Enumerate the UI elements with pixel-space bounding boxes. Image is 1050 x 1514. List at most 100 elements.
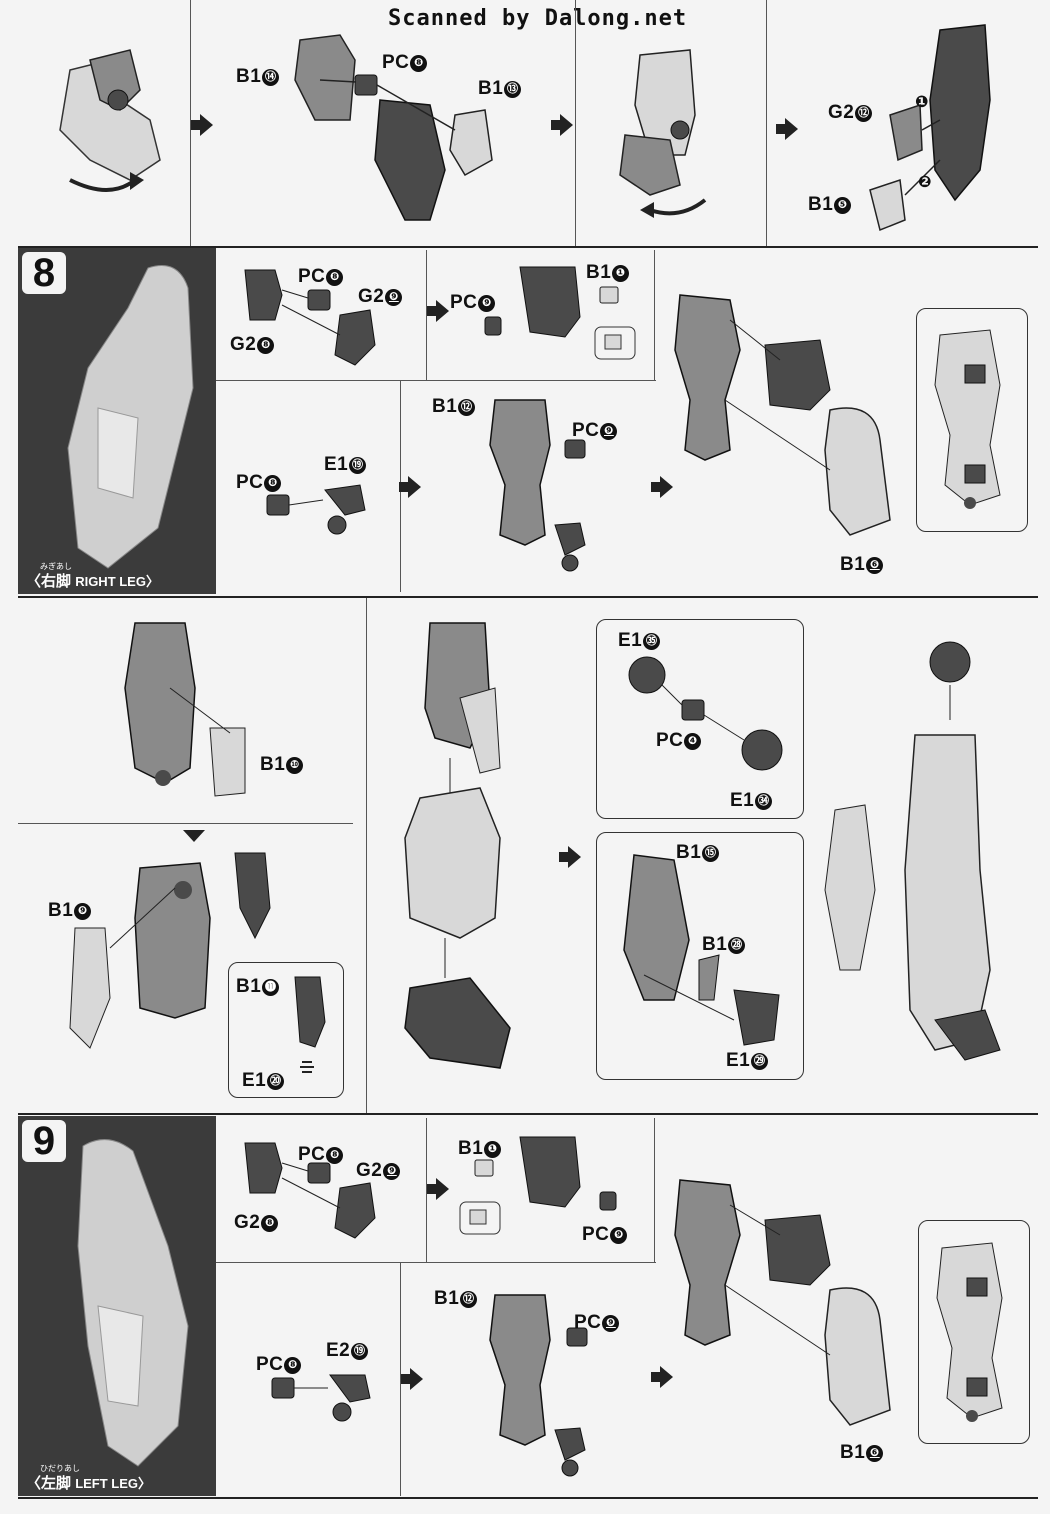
middle-bottom-border: [18, 1113, 1038, 1115]
step-arrow: [651, 476, 673, 498]
shin-assembly-illustration: [674, 1179, 891, 1426]
step9-sub-divider: [426, 1118, 427, 1262]
step8-caption: みぎあし 〈右脚 RIGHT LEG〉: [26, 562, 159, 590]
step8-sub-divider: [426, 250, 427, 380]
shin-frame-illustration: [489, 399, 586, 572]
lower-leg-assembly-illustration: [404, 622, 511, 1069]
step-arrow: [651, 1366, 673, 1388]
step-arrow: [399, 476, 421, 498]
step8-number: 8: [22, 252, 66, 294]
step-arrow: [776, 118, 798, 140]
page-bottom-border: [18, 1497, 1038, 1499]
step8-photo-panel: 8 みぎあし 〈右脚 RIGHT LEG〉: [18, 248, 216, 594]
top-divider-1: [190, 0, 191, 246]
shin-detail-illustration: [936, 1242, 1003, 1422]
shin-joint-illustration: [244, 269, 376, 366]
knee-rotation-illustration: [619, 49, 707, 218]
scan-credit: Scanned by Dalong.net: [388, 6, 688, 31]
step-arrow: [427, 300, 449, 322]
left-leg-photo-icon: [77, 1139, 189, 1467]
step-arrow: [559, 846, 581, 868]
step8-detail-box: [916, 308, 1028, 532]
ankle-detail-box: [596, 619, 804, 819]
step8-divider: [216, 380, 656, 381]
top-divider-2: [575, 0, 576, 246]
middle-divider-1: [366, 598, 367, 1113]
shin-frame-illustration: [489, 1294, 588, 1477]
shin-detail-illustration: [934, 329, 1001, 509]
order-mark-1: ❶: [915, 94, 930, 111]
shin-joint-cap-illustration: [484, 266, 636, 360]
ankle-ball-illustration: [628, 656, 783, 771]
step-arrow-down: [183, 830, 205, 842]
knee-armor-detail-box: [596, 832, 804, 1080]
spring-part-illustration: [294, 976, 326, 1073]
knee-assembly-illustration: [294, 34, 493, 221]
knee-armor-illustration: [623, 854, 780, 1046]
hip-joint-illustration: [59, 49, 161, 192]
step-arrow: [401, 1368, 423, 1390]
middle-detail-box: [228, 962, 344, 1098]
full-lower-leg-illustration: [824, 641, 1001, 1061]
shin-side-illustration: [124, 622, 246, 797]
right-leg-photo-icon: [67, 265, 194, 569]
top-row-bottom-border: [18, 246, 1038, 248]
shin-joint-cap-illustration: [459, 1136, 617, 1235]
thigh-armor-illustration: [869, 24, 991, 232]
step9-sub-divider-2: [400, 1262, 401, 1496]
step8-bottom-border: [18, 596, 1038, 598]
step9-photo-panel: 9 ひだりあし 〈左脚 LEFT LEG〉: [18, 1116, 216, 1496]
step-arrow: [427, 1178, 449, 1200]
step9-number: 9: [22, 1120, 66, 1162]
step9-divider: [216, 1262, 656, 1263]
step8-sub-border: [654, 250, 655, 380]
step-arrow: [551, 114, 573, 136]
shin-joint-illustration: [244, 1142, 376, 1239]
step-arrow: [191, 114, 213, 136]
top-divider-3: [766, 0, 767, 246]
step9-detail-box: [918, 1220, 1030, 1444]
shin-inner-illustration: [69, 852, 271, 1049]
ankle-joint-illustration: [266, 484, 366, 535]
order-mark-2: ❷: [918, 174, 933, 191]
ankle-joint-illustration: [271, 1374, 371, 1422]
step9-sub-border: [654, 1118, 655, 1262]
shin-assembly-illustration: [674, 294, 891, 536]
step9-caption: ひだりあし 〈左脚 LEFT LEG〉: [26, 1464, 152, 1492]
